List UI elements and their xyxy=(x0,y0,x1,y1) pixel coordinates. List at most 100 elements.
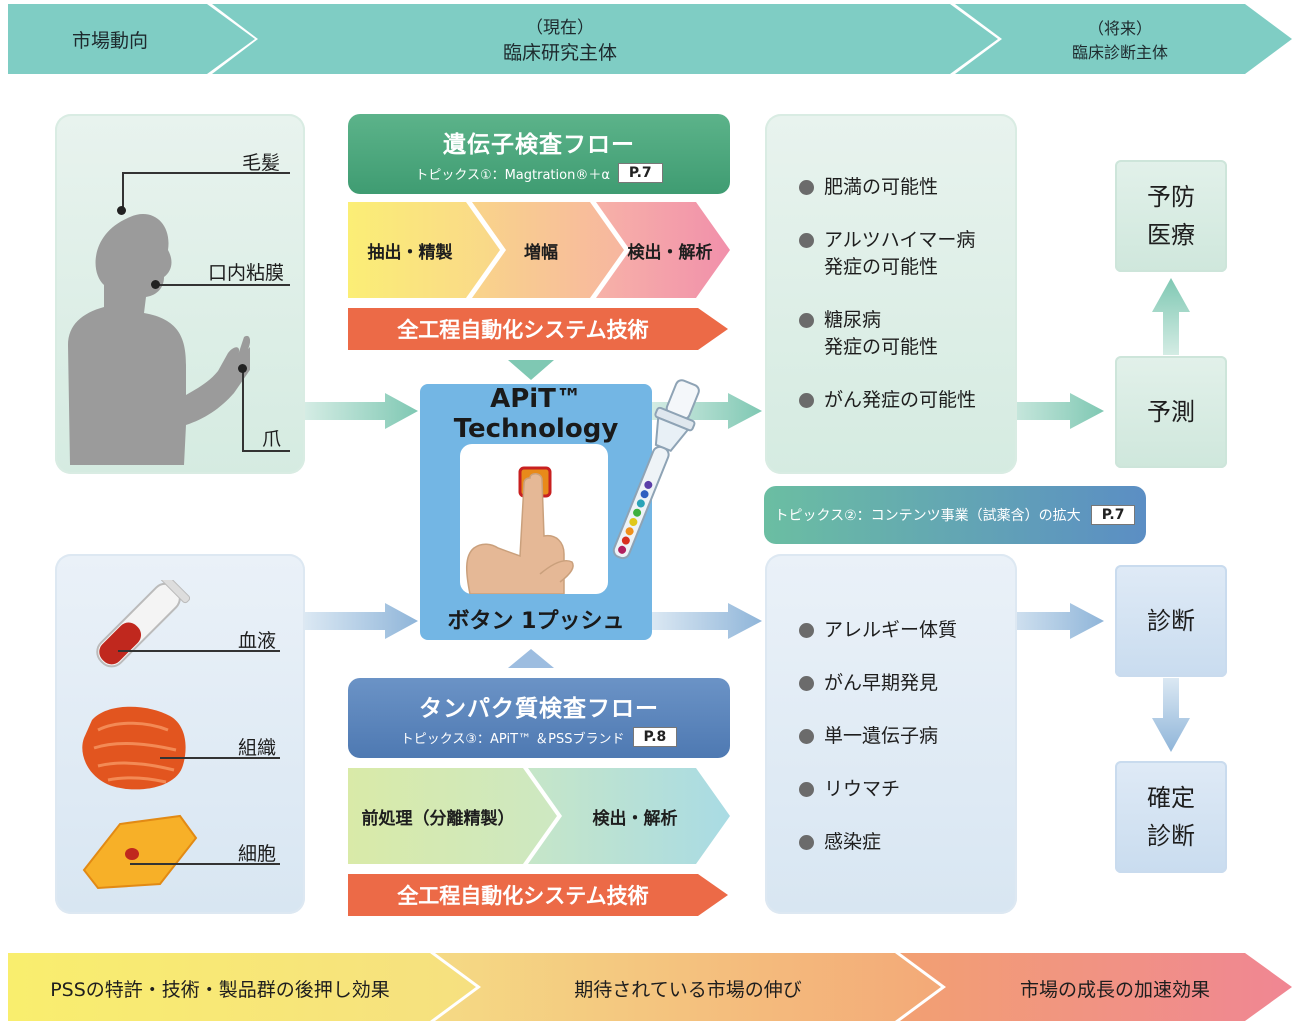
label-cell: 細胞 xyxy=(238,843,277,865)
tissue-icon xyxy=(82,706,186,790)
bullet-dot xyxy=(799,623,814,638)
footer-left-label: PSSの特許・技術・製品群の後押し効果 xyxy=(50,978,390,1001)
topic2-bar: トピックス②：コンテンツ事業（試薬含）の拡大 P.7 xyxy=(764,486,1146,544)
outcome-diagnosis: 診断 xyxy=(1115,565,1227,677)
blood-tube-icon xyxy=(96,580,190,668)
outcome-prediction-label: 予測 xyxy=(1147,398,1195,426)
gene-result-item: がん発症の可能性 xyxy=(795,387,976,414)
gene-result-alzheimer-sub: 発症の可能性 xyxy=(824,256,939,278)
protein-flow-header: タンパク質検査フロー トピックス③：APiT™ ＆PSSブランド P.8 xyxy=(348,678,730,758)
gene-step-detect: 検出・解析 xyxy=(627,242,713,263)
apit-caption: ボタン 1プッシュ xyxy=(447,609,625,634)
topic2-page-ref: P.7 xyxy=(1090,505,1136,525)
bullet-dot xyxy=(799,676,814,691)
protein-result-cancer-early: がん早期発見 xyxy=(824,672,939,694)
gene-result-obesity: 肥満の可能性 xyxy=(824,176,939,198)
label-tissue: 組織 xyxy=(238,737,277,759)
bullet-dot xyxy=(799,180,814,195)
gene-flow-steps xyxy=(348,202,730,298)
footer-middle-label: 期待されている市場の伸び xyxy=(574,978,802,1001)
hair-leader-v xyxy=(122,172,124,212)
protein-result-item: 感染症 xyxy=(795,829,957,856)
bullet-dot xyxy=(799,393,814,408)
hair-leader-h xyxy=(122,172,290,174)
gene-result-diabetes-sub: 発症の可能性 xyxy=(824,336,939,358)
human-silhouette-icon xyxy=(68,214,250,465)
protein-result-rheumatism: リウマチ xyxy=(824,778,901,800)
banner-current-top: （現在） xyxy=(526,18,594,38)
topic2-text: トピックス②：コンテンツ事業（試薬含）の拡大 xyxy=(774,508,1081,524)
label-blood: 血液 xyxy=(238,630,277,652)
gene-step-amplify: 増幅 xyxy=(524,242,558,263)
nail-leader-h xyxy=(242,450,290,452)
protein-result-item: 単一遺伝子病 xyxy=(795,723,957,750)
outcome-diagnosis-label: 診断 xyxy=(1147,607,1195,635)
protein-flow-title: タンパク質検査フロー xyxy=(419,696,659,722)
gene-flow-topic-text: トピックス①：Magtration®＋α xyxy=(415,167,610,183)
gene-flow-title: 遺伝子検査フロー xyxy=(443,132,635,158)
protein-result-item: リウマチ xyxy=(795,776,957,803)
gene-result-item: 肥満の可能性 xyxy=(795,174,976,201)
banner-future-bottom: 臨床診断主体 xyxy=(1071,43,1168,62)
protein-result-item: がん早期発見 xyxy=(795,670,957,697)
banner-future-top: （将来） xyxy=(1087,19,1152,38)
bullet-dot xyxy=(799,233,814,248)
protein-flow-page-ref: P.8 xyxy=(632,727,678,747)
bullet-dot xyxy=(799,729,814,744)
protein-automation-arrow xyxy=(348,874,728,916)
gene-result-alzheimer: アルツハイマー病 xyxy=(824,229,976,251)
protein-result-allergy: アレルギー体質 xyxy=(824,619,958,641)
gene-flow-header: 遺伝子検査フロー トピックス①：Magtration®＋α P.7 xyxy=(348,114,730,194)
bullet-dot xyxy=(799,782,814,797)
protein-step-pretreat: 前処理（分離精製） xyxy=(361,808,515,829)
protein-flow-topic-text: トピックス③：APiT™ ＆PSSブランド xyxy=(400,731,625,747)
protein-automation-label: 全工程自動化システム技術 xyxy=(397,884,649,908)
protein-flow-topic: トピックス③：APiT™ ＆PSSブランド P.8 xyxy=(401,727,678,747)
gene-flow-page-ref: P.7 xyxy=(617,163,663,183)
gene-flow-topic: トピックス①：Magtration®＋α P.7 xyxy=(415,163,663,183)
banner-future: （将来） 臨床診断主体 xyxy=(1010,4,1230,74)
banner-current-bottom: 臨床研究主体 xyxy=(502,42,617,64)
outcome-prediction: 予測 xyxy=(1115,356,1227,468)
tissue-leader xyxy=(160,757,280,759)
outcome-confirmed-line1: 確定 xyxy=(1147,784,1195,812)
banner-arrows xyxy=(8,4,1292,74)
protein-step-detect: 検出・解析 xyxy=(592,808,678,829)
protein-flow-steps xyxy=(348,768,730,864)
finger-push-button-icon xyxy=(466,466,574,594)
banner-market-label: 市場動向 xyxy=(71,29,148,52)
bullet-dot xyxy=(799,313,814,328)
gene-step-extract: 抽出・精製 xyxy=(367,242,453,263)
gene-results-panel xyxy=(765,114,1017,474)
nail-leader-v xyxy=(242,368,244,450)
protein-result-monogenic: 単一遺伝子病 xyxy=(824,725,939,747)
gene-result-item: 糖尿病発症の可能性 xyxy=(795,307,976,361)
banner-market: 市場動向 xyxy=(20,4,200,74)
cell-leader xyxy=(130,863,280,865)
outcome-prevention-line2: 医療 xyxy=(1147,221,1195,249)
footer-arrows xyxy=(8,953,1292,1021)
protein-result-item: アレルギー体質 xyxy=(795,617,957,644)
gene-automation-label: 全工程自動化システム技術 xyxy=(397,318,649,342)
banner-current: （現在） 臨床研究主体 xyxy=(420,4,700,74)
protein-result-infection: 感染症 xyxy=(824,831,882,853)
gene-result-item: アルツハイマー病発症の可能性 xyxy=(795,227,976,281)
cell-icon xyxy=(82,814,198,890)
blood-leader xyxy=(118,650,280,652)
label-mucosa: 口内粘膜 xyxy=(208,262,285,284)
nail-point xyxy=(238,364,247,373)
hair-point xyxy=(117,206,126,215)
gene-result-cancer: がん発症の可能性 xyxy=(824,389,977,411)
outcome-prevention-line1: 予防 xyxy=(1147,183,1195,211)
outcome-confirmed-line2: 診断 xyxy=(1147,822,1195,850)
footer-right-label: 市場の成長の加速効果 xyxy=(1019,978,1210,1001)
gene-result-diabetes: 糖尿病 xyxy=(824,309,882,331)
label-hair: 毛髪 xyxy=(242,152,281,174)
mucosa-leader xyxy=(156,284,290,286)
gene-results-list: 肥満の可能性 アルツハイマー病発症の可能性 糖尿病発症の可能性 がん発症の可能性 xyxy=(795,174,976,414)
protein-results-list: アレルギー体質 がん早期発見 単一遺伝子病 リウマチ 感染症 xyxy=(795,617,957,856)
dropper-tube-icon xyxy=(612,379,700,560)
label-nail: 爪 xyxy=(262,428,282,450)
gene-automation-arrow xyxy=(348,308,728,350)
